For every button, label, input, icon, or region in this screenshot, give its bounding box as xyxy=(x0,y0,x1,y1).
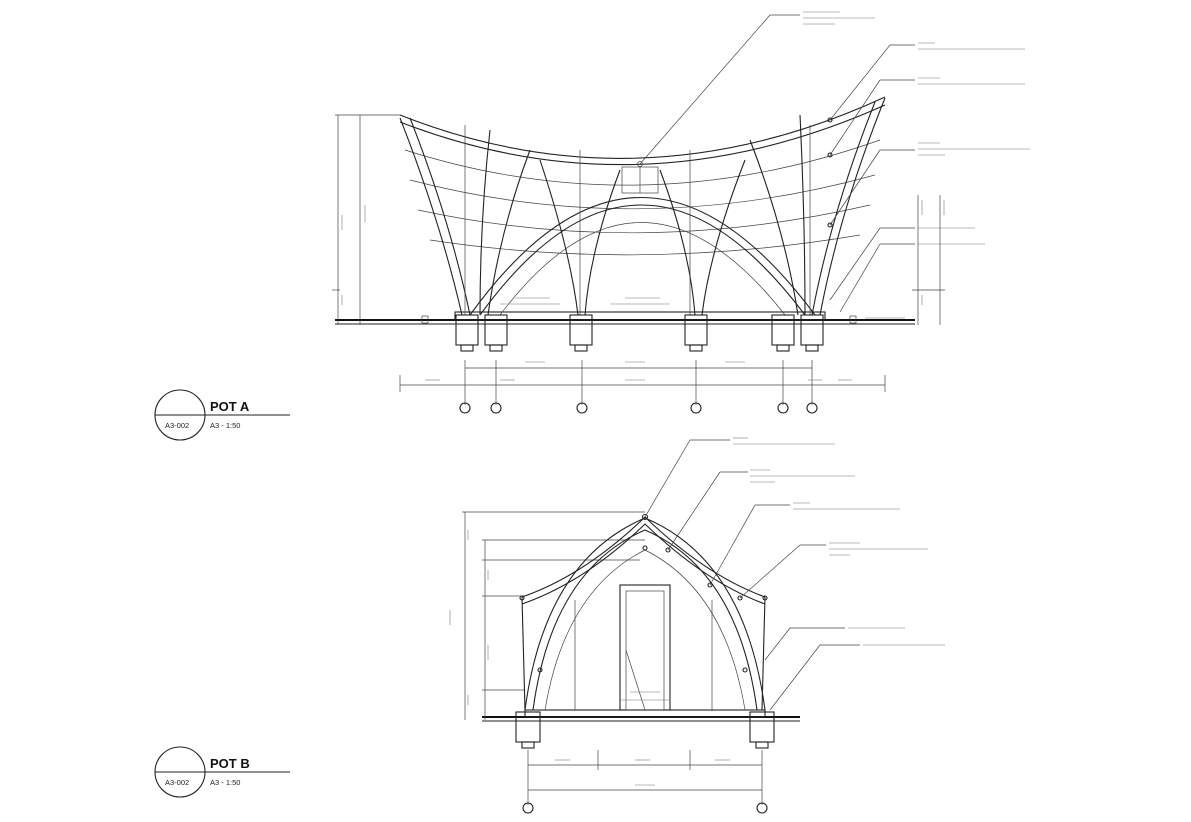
section-a-sheet-ref: A3-002 xyxy=(165,421,189,430)
section-b-drawing xyxy=(449,437,945,814)
section-b-sheet-ref: A3-002 xyxy=(165,778,189,787)
floor-slab-a xyxy=(454,311,826,321)
title-marker-a: POT A A3-002 A3 - 1:50 xyxy=(154,389,290,441)
section-a-scale: A3 - 1:50 xyxy=(210,421,240,430)
section-b-scale: A3 - 1:50 xyxy=(210,778,240,787)
section-b-title: POT B xyxy=(210,756,250,771)
title-marker-b: POT B A3-002 A3 - 1:50 xyxy=(154,746,290,798)
section-a-drawing xyxy=(332,11,1030,414)
section-a-title: POT A xyxy=(210,399,250,414)
